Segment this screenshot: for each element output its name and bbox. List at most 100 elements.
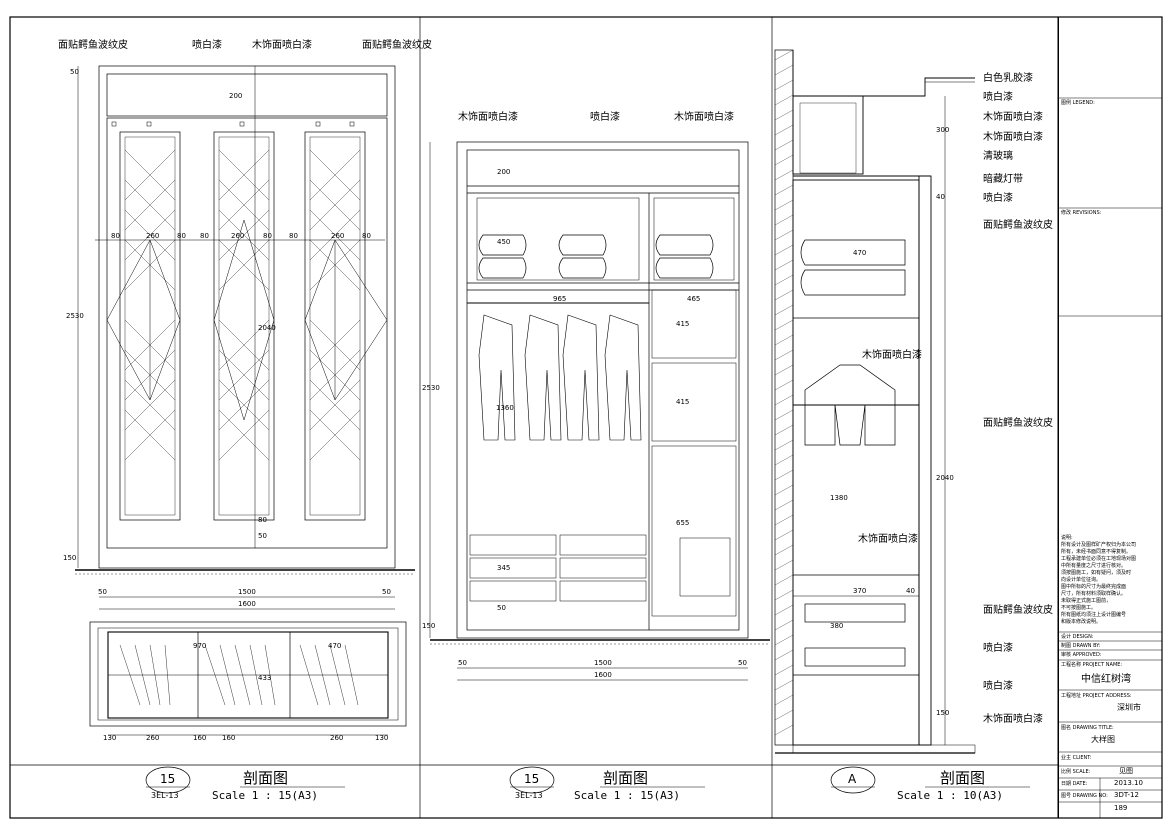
- dim: 1600: [238, 600, 256, 608]
- dim: 380: [830, 622, 843, 630]
- view-number: 15: [160, 772, 175, 786]
- dim: 80: [263, 232, 272, 240]
- note-line: 中所有量度之尺寸进行核对。: [1061, 563, 1127, 569]
- drawing-no: 3DT-12: [1114, 791, 1139, 799]
- dim: 415: [676, 320, 689, 328]
- dim: 965: [553, 295, 566, 303]
- dim: 150: [936, 709, 949, 717]
- title-block: 图例 LEGEND: 修改 REVISIONS: 说明: 所有设计及图样矿产权归…: [1058, 17, 1163, 818]
- scale-value: 见图: [1119, 767, 1133, 775]
- address-label: 工程地址 PROJECT ADDRESS:: [1061, 693, 1132, 699]
- dim: 130: [103, 734, 116, 742]
- dim: 2530: [422, 384, 440, 392]
- project-name-label: 工程名称 PROJECT NAME:: [1061, 662, 1123, 668]
- dim: 1500: [238, 588, 256, 596]
- sheet-ref: 3EL-13: [151, 791, 179, 800]
- callout: 清玻璃: [983, 149, 1013, 162]
- callout: 木饰面喷白漆: [862, 348, 922, 361]
- note-line: 不可按图施工。: [1061, 605, 1097, 611]
- view-number: A: [848, 772, 857, 786]
- dim: 2040: [258, 324, 276, 332]
- callout: 木饰面喷白漆: [252, 38, 312, 51]
- callout: 白色乳胶漆: [983, 71, 1033, 84]
- dim: 470: [328, 642, 341, 650]
- callout: 木饰面喷白漆: [983, 712, 1043, 725]
- dim: 1360: [496, 404, 514, 412]
- dim: 50: [458, 659, 467, 667]
- dim: 150: [63, 554, 76, 562]
- note-line: 所有设计及图样矿产权归为本公司: [1061, 542, 1137, 548]
- callout: 面贴鳄鱼波纹皮: [983, 416, 1053, 429]
- callout: 面贴鳄鱼波纹皮: [362, 38, 432, 51]
- dim: 50: [382, 588, 391, 596]
- project-name: 中信红树湾: [1081, 674, 1131, 685]
- view-scale: Scale 1 : 15(A3): [212, 789, 318, 802]
- right-dims: 300 40 470 2040 1380 370 40 380 150: [830, 126, 954, 717]
- view-title: 剖面图: [940, 769, 985, 787]
- callout: 木饰面喷白漆: [458, 110, 518, 123]
- note-line: 图中所标的尺寸为最终完成面: [1061, 584, 1127, 590]
- dim: 200: [229, 92, 242, 100]
- dim: 50: [70, 68, 79, 76]
- dim: 1500: [594, 659, 612, 667]
- dim: 200: [497, 168, 510, 176]
- title-block-lines: [1058, 97, 1162, 818]
- callout: 喷白漆: [590, 110, 620, 123]
- dim: 260: [146, 232, 159, 240]
- dim: 370: [853, 587, 866, 595]
- drawing-title: 大样图: [1091, 735, 1115, 744]
- callout: 面贴鳄鱼波纹皮: [983, 603, 1053, 616]
- dim: 260: [331, 232, 344, 240]
- callout: 暗藏灯带: [983, 172, 1023, 185]
- address: 深圳市: [1117, 703, 1141, 712]
- dim: 433: [258, 674, 271, 682]
- view-title: 剖面图: [243, 769, 288, 787]
- note-line: 所有，未经书面同意不得复制。: [1061, 549, 1132, 555]
- callout: 喷白漆: [983, 90, 1013, 103]
- dim: 2040: [936, 474, 954, 482]
- sheet-ref: 3EL-13: [515, 791, 543, 800]
- check-label: 审核 APPROVED:: [1061, 652, 1102, 658]
- callout: 木饰面喷白漆: [983, 130, 1043, 143]
- client-label: 业主 CLIENT:: [1061, 755, 1092, 761]
- dim: 970: [193, 642, 206, 650]
- dim: 80: [177, 232, 186, 240]
- view-number: 15: [524, 772, 539, 786]
- view-title: 剖面图: [603, 769, 648, 787]
- middle-elevation: [429, 141, 770, 681]
- callout: 喷白漆: [983, 191, 1013, 204]
- callout: 面贴鳄鱼波纹皮: [58, 38, 128, 51]
- note-line: 工程承建单位必须在工地现场对图: [1061, 556, 1137, 562]
- drawing-no-label: 图号 DRAWING NO:: [1061, 793, 1108, 799]
- right-callouts: 白色乳胶漆 喷白漆 木饰面喷白漆 木饰面喷白漆 清玻璃 暗藏灯带 喷白漆 面贴鳄…: [858, 71, 1053, 725]
- middle-callouts: 木饰面喷白漆 喷白漆 木饰面喷白漆: [458, 110, 734, 123]
- middle-dims: 200 450 965 465 415 415 1360 655 345 50 …: [422, 168, 747, 679]
- note-line: 须按图施工，如有疑问，须及时: [1061, 570, 1132, 576]
- design-label: 设计 DESIGN:: [1061, 634, 1094, 640]
- caption-markers: [145, 766, 1030, 794]
- dim: 50: [258, 532, 267, 540]
- dim: 50: [738, 659, 747, 667]
- left-elevation: [75, 65, 415, 610]
- left-dims: 50 200 80 260 80 80 260 80 80 260 80 253…: [63, 68, 391, 742]
- date-label: 日期 DATE:: [1061, 781, 1088, 787]
- view-scale: Scale 1 : 15(A3): [574, 789, 680, 802]
- dim: 160: [222, 734, 235, 742]
- callout: 喷白漆: [192, 38, 222, 51]
- dim: 415: [676, 398, 689, 406]
- note-line: 所有图纸均须注上设计图编号: [1061, 612, 1127, 618]
- dim: 345: [497, 564, 510, 572]
- legend-label: 图例 LEGEND:: [1061, 100, 1095, 106]
- scale-label: 比例 SCALE:: [1061, 769, 1091, 775]
- left-plan: [89, 621, 407, 736]
- dim: 80: [362, 232, 371, 240]
- dim: 40: [936, 193, 945, 201]
- dim: 80: [200, 232, 209, 240]
- note-line: 和版本修改说明。: [1061, 619, 1102, 625]
- captions: 15 3EL-13 剖面图 Scale 1 : 15(A3) 15 3EL-13…: [151, 769, 1003, 802]
- drawn-label: 制图 DRAWN BY:: [1061, 643, 1101, 649]
- dim: 50: [98, 588, 107, 596]
- revision-label: 修改 REVISIONS:: [1061, 210, 1102, 216]
